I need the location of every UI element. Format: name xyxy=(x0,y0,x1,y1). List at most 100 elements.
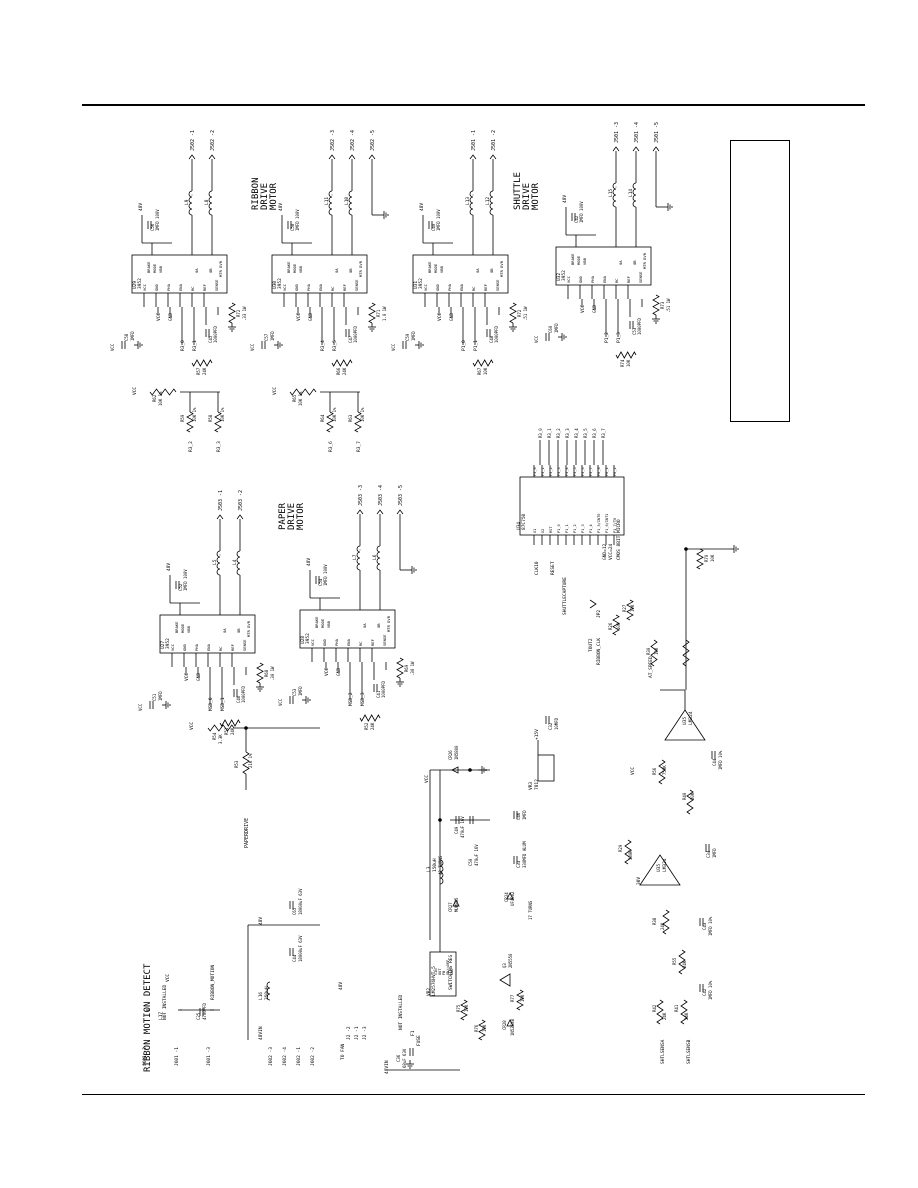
vcc-label: VCC xyxy=(189,722,195,730)
connector-arrow xyxy=(348,154,356,160)
res-value: 10K 1% xyxy=(220,407,225,422)
pin-label: REF xyxy=(230,643,235,651)
cap-value: 470uF 16V xyxy=(460,816,465,838)
inductor-L8 xyxy=(208,190,213,216)
cap-value: 1MFD 10% xyxy=(718,750,723,770)
pin-label: GND xyxy=(578,275,583,283)
micro-pin-label: P3_6 xyxy=(581,467,585,476)
reg-part: 7812 xyxy=(534,779,540,790)
res-value: 330K xyxy=(628,850,633,860)
inductor-label: L15 xyxy=(608,189,614,197)
zener-CR28 xyxy=(506,1019,514,1027)
cap-ref: C46 xyxy=(516,812,521,820)
resistor-R30 xyxy=(682,639,690,667)
pin-label: VBB xyxy=(298,265,303,273)
pin-label: MODE xyxy=(152,263,157,273)
res-ref: R51 xyxy=(224,727,229,735)
input-net: MSD_2 xyxy=(348,692,354,706)
diode-CR27 xyxy=(452,899,460,907)
vcc-label: VCC xyxy=(132,387,138,395)
pin-label: OA xyxy=(362,623,367,628)
micro-desc: CMOS 8BIT MICRO xyxy=(616,519,622,560)
micro-pin-label: P1_0 xyxy=(557,524,561,533)
supply-label: 48VIN xyxy=(258,1026,264,1040)
resistor-R69 xyxy=(396,657,404,679)
vcc-label: VCC xyxy=(272,387,278,395)
pin-label: SENSE xyxy=(638,271,643,283)
pin-label: REF xyxy=(370,638,375,646)
vcc-label: VCC xyxy=(580,305,586,313)
connector-arrow xyxy=(188,154,196,160)
fuse-ref: F1 xyxy=(410,1030,416,1036)
connector-label: J602 -4 xyxy=(282,1047,288,1066)
res-ref: R77 xyxy=(510,994,515,1002)
pin-label: MODE xyxy=(576,255,581,265)
res-ref: R66 xyxy=(336,367,341,375)
res-ref: R74 xyxy=(620,359,625,367)
micro-pin-label: P1_2 xyxy=(573,524,577,533)
res-value: 750K xyxy=(662,765,667,775)
res-ref: R70 xyxy=(704,554,709,562)
res-value: 10K xyxy=(483,367,488,375)
connector-arrow xyxy=(489,154,497,160)
res-value: 24K xyxy=(684,1012,689,1020)
section-title: DRIVE xyxy=(522,183,532,210)
pin-label: VBB xyxy=(158,265,163,273)
pin-label: OB xyxy=(208,268,213,273)
cap-ref: C56 xyxy=(150,223,155,231)
connector-label: J601 -3 xyxy=(206,1047,212,1066)
pin-label: VCC xyxy=(142,284,147,291)
cap-ref: C60 xyxy=(548,325,553,333)
driver-chip-U30 xyxy=(271,254,368,294)
section-title: RIBBON xyxy=(251,177,261,210)
cap-value: 68uF 63V xyxy=(402,1048,407,1068)
res-value: 24K xyxy=(682,960,687,968)
pin-label: PHA xyxy=(166,283,171,291)
inductor-L9 xyxy=(188,190,193,216)
inductor-L10 xyxy=(348,190,353,216)
jumper-symbol xyxy=(589,599,597,609)
micro-pin-label: P0_1 xyxy=(605,467,609,476)
gnd-label: GND xyxy=(592,305,598,313)
resistor-R27 xyxy=(626,599,634,621)
connector-label: J602 -1 xyxy=(296,1047,302,1066)
reg-desc: SWITCHING REG xyxy=(448,954,454,990)
driver-chip-U32 xyxy=(555,246,652,286)
cap-ref: C41 xyxy=(376,690,381,698)
gnd-label: GND xyxy=(308,313,314,321)
section-title: MOTOR xyxy=(269,182,279,210)
driver-ref: U28 xyxy=(300,636,306,644)
res-ref: R53 xyxy=(234,760,239,768)
net-label: SHTLSENSB xyxy=(686,1039,692,1064)
input-net: P1_0 xyxy=(461,340,467,351)
micro-pin-label: P1_7/T0 xyxy=(613,518,617,533)
res-ref: R76 xyxy=(474,1024,479,1032)
pin-label: OA xyxy=(222,628,227,633)
cap-value: 1MFD 100V xyxy=(295,209,300,231)
pin-label: ENA xyxy=(178,283,183,291)
res-ref: R62 xyxy=(152,394,157,402)
reg-pin-label: VIN xyxy=(434,969,438,976)
pin-label: RC xyxy=(358,641,363,646)
inductor-value: 150uH xyxy=(432,858,438,872)
inductor-label: L8 xyxy=(204,199,210,205)
pin-label: MTR DVR xyxy=(246,620,251,637)
net-label-paperdrive: PAPERDRIVE xyxy=(244,818,250,848)
resistor-R74 xyxy=(615,351,637,359)
vcc-label: VCC xyxy=(437,313,443,321)
pin-label: OA xyxy=(475,268,480,273)
pin-label: BRAKE xyxy=(427,261,432,273)
vcc-label: VCC xyxy=(324,668,330,676)
pin-label: BRAKE xyxy=(146,261,151,273)
pin-label: OA xyxy=(334,268,339,273)
connector-label: J502 -4 xyxy=(350,130,356,151)
cap-ref: C47 xyxy=(348,335,353,343)
cap-value: 1MFD 100V xyxy=(155,209,160,231)
resistor-R41 xyxy=(680,999,688,1025)
note-label: NOT INSTALLED xyxy=(162,984,168,1020)
cap-value: 1MFD 100V xyxy=(183,569,188,591)
connector-label: J503 -2 xyxy=(238,490,244,511)
connector-label: J501 -1 xyxy=(471,130,477,151)
supply-label: 48VIN xyxy=(384,1060,390,1074)
